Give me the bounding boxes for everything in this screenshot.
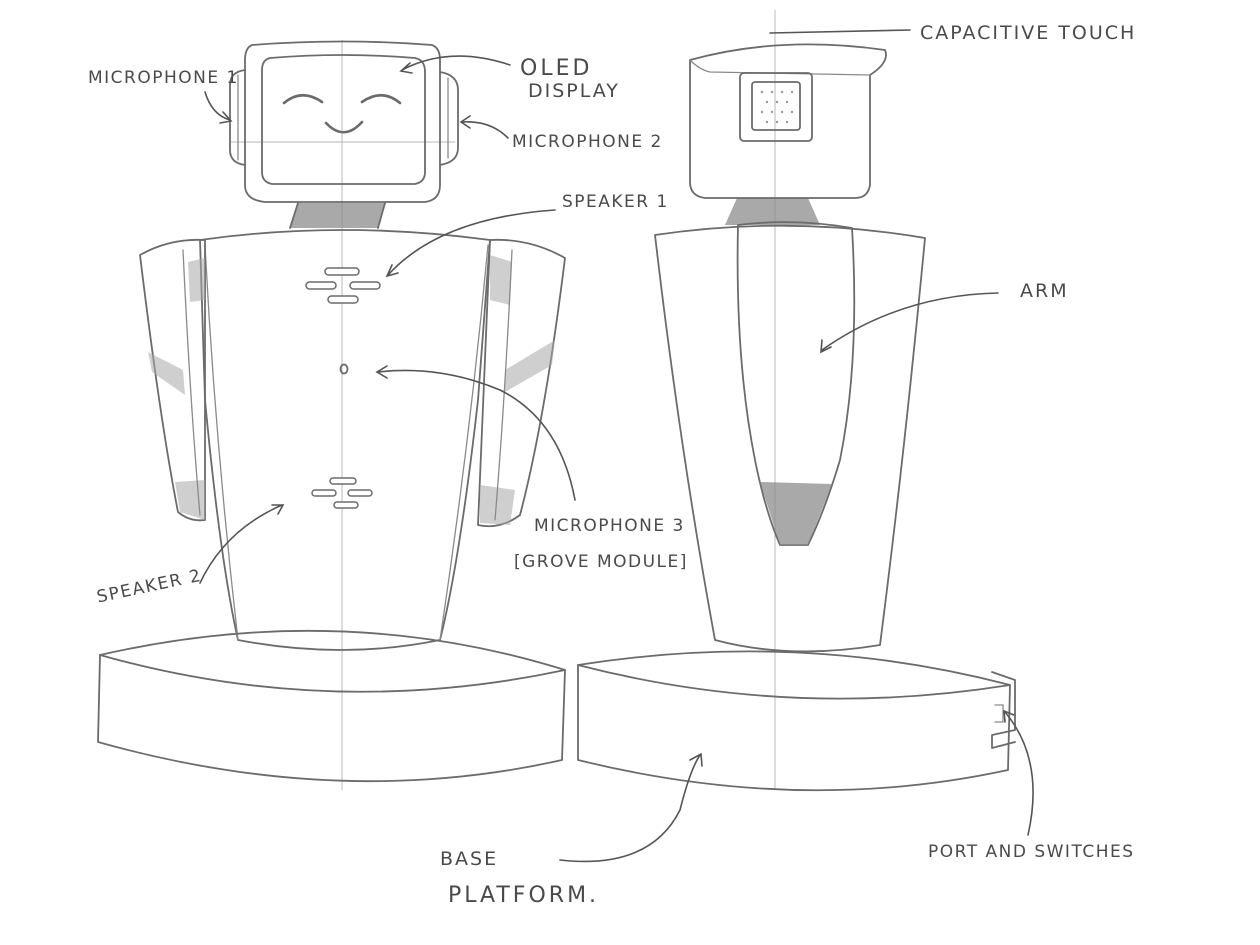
label-arm: ARM [1020,280,1069,302]
label-microphone-1: MICROPHONE 1 [88,68,239,88]
leader-base-platform [559,752,703,863]
front-base-platform [97,629,566,783]
front-head [244,40,441,203]
speaker-2-grille [311,477,373,509]
leader-microphone-2 [459,115,509,139]
label-speaker-1: SPEAKER 1 [562,192,669,212]
speaker-1-grille [305,267,381,304]
front-torso [199,229,491,651]
front-view-robot [97,40,566,790]
label-microphone-2: MICROPHONE 2 [512,132,663,152]
side-head [689,43,887,199]
front-neck [290,203,385,228]
leader-speaker-2 [199,504,285,584]
label-base-platform-line1: BASE [440,848,499,870]
label-microphone-3-line1: MICROPHONE 3 [534,516,685,536]
leader-microphone-3 [375,365,576,501]
annotation-leaders [199,29,1034,863]
side-arm [736,221,856,546]
leader-port-and-switches [1003,709,1034,836]
leader-microphone-1 [204,91,233,124]
label-port-and-switches: PORT AND SWITCHES [928,842,1135,862]
touch-pad-texture [760,90,794,124]
leader-capacitive-touch [769,29,911,34]
side-neck [725,198,820,225]
leader-arm [820,292,999,354]
label-microphone-3-line2: [GROVE MODULE] [514,552,688,572]
face-smile [324,120,364,134]
microphone-1-ear [229,69,246,166]
side-torso [654,224,926,653]
face-right-eye [360,93,402,105]
face-left-eye [282,93,324,105]
capacitive-touch-pad [739,72,813,142]
label-capacitive-touch: CAPACITIVE TOUCH [920,22,1137,44]
side-arm-tip-shading [760,482,832,545]
label-oled-display-line1: OLED [520,56,593,81]
port-and-switches-notch [991,671,1016,749]
microphone-2-ear [439,71,459,166]
leader-oled-display [399,55,511,74]
side-view-robot [577,10,1016,792]
oled-display-screen [261,54,426,185]
microphone-3-hole [339,363,349,375]
side-base-platform [577,650,1011,792]
label-oled-display-line2: DISPLAY [528,80,620,102]
label-base-platform-line2: PLATFORM. [448,883,600,908]
leader-speaker-1 [385,209,556,278]
